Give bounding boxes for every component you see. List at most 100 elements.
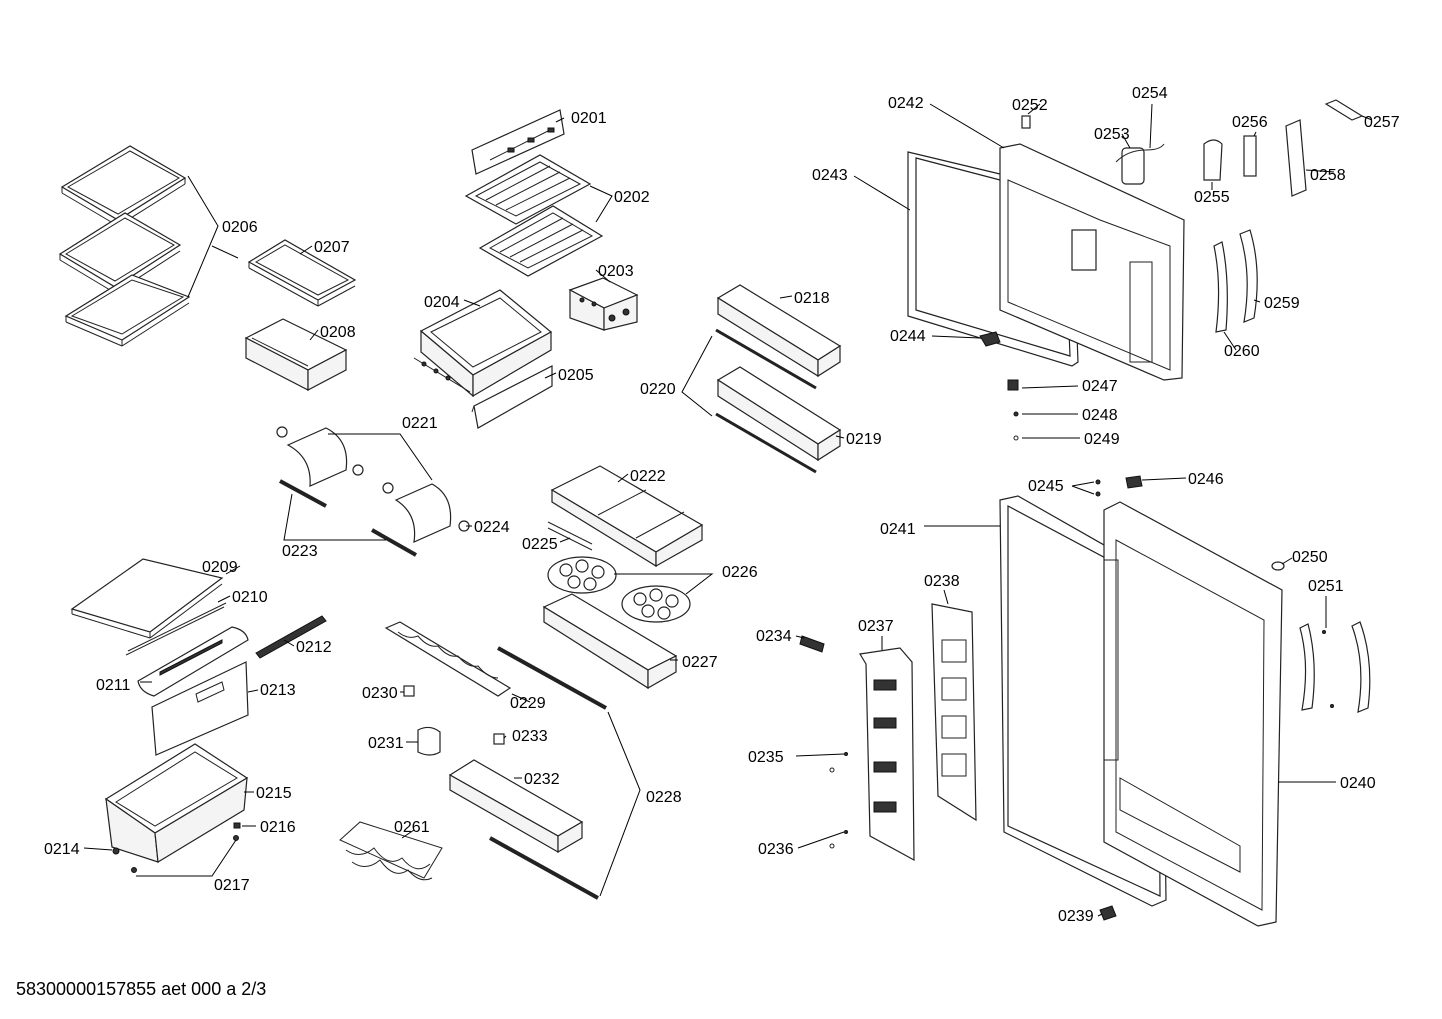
label-0261: 0261 — [394, 819, 430, 836]
part-0237-door-insert[interactable] — [859, 647, 915, 862]
label-0213: 0213 — [260, 682, 296, 699]
part-0232-door-shelf[interactable] — [448, 759, 584, 854]
part-0228-rod[interactable] — [489, 646, 607, 900]
part-0254-cable[interactable] — [1115, 143, 1165, 163]
label-0245: 0245 — [1028, 478, 1064, 495]
part-0217-screw[interactable] — [131, 835, 239, 873]
part-0251-handles[interactable] — [1299, 621, 1371, 713]
part-0246-hinge[interactable] — [1125, 475, 1143, 489]
label-0242: 0242 — [888, 95, 924, 112]
part-0203-ice-block[interactable] — [568, 277, 639, 331]
label-0240: 0240 — [1340, 775, 1376, 792]
part-0205-drawer-front[interactable] — [471, 365, 553, 429]
part-0247-bracket[interactable] — [1007, 379, 1019, 391]
label-0244: 0244 — [890, 328, 926, 345]
label-0220: 0220 — [640, 381, 676, 398]
part-0259-handle[interactable] — [1239, 229, 1258, 323]
label-0223: 0223 — [282, 543, 318, 560]
part-0204-drawer[interactable] — [413, 289, 553, 398]
label-0239: 0239 — [1058, 908, 1094, 925]
label-0211: 0211 — [96, 677, 131, 694]
label-0204: 0204 — [424, 294, 460, 311]
label-0227: 0227 — [682, 654, 718, 671]
label-0251: 0251 — [1308, 578, 1344, 595]
part-labels: 0201 0202 0203 0204 0205 0206 0207 0208 … — [44, 85, 1400, 925]
label-0260: 0260 — [1224, 343, 1260, 360]
part-0223-rod[interactable] — [279, 479, 417, 557]
part-0210-trim-strip[interactable] — [125, 602, 227, 656]
label-0208: 0208 — [320, 324, 356, 341]
label-0216: 0216 — [260, 819, 296, 836]
label-0226: 0226 — [722, 564, 758, 581]
part-0208-tray[interactable] — [244, 318, 348, 391]
part-0255-cover[interactable] — [1203, 139, 1223, 181]
part-0252-pin[interactable] — [1021, 115, 1031, 129]
part-0236-screw[interactable] — [829, 830, 848, 849]
part-0201-back-panel[interactable] — [471, 109, 565, 175]
label-0236: 0236 — [758, 841, 794, 858]
part-0211-crisper-cover[interactable] — [137, 626, 249, 697]
part-0219-door-shelf[interactable] — [716, 366, 842, 462]
label-0210: 0210 — [232, 589, 268, 606]
label-0254: 0254 — [1132, 85, 1168, 102]
part-0226-egg-trays[interactable] — [547, 556, 691, 623]
part-0215-crisper-drawer[interactable] — [104, 743, 249, 864]
part-0242-freezer-door[interactable] — [999, 143, 1185, 381]
part-0249-washer[interactable] — [1013, 435, 1019, 441]
part-0231-knob[interactable] — [417, 726, 441, 756]
label-0237: 0237 — [858, 618, 894, 635]
part-0256-handle-strip[interactable] — [1243, 135, 1257, 177]
part-0257-label[interactable] — [1324, 99, 1364, 121]
part-0235-screw[interactable] — [829, 752, 848, 773]
label-0259: 0259 — [1264, 295, 1300, 312]
label-0252: 0252 — [1012, 97, 1048, 114]
part-0225-rod[interactable] — [547, 521, 593, 551]
label-0222: 0222 — [630, 468, 666, 485]
part-0206-glass-shelves[interactable] — [58, 145, 191, 347]
label-0201: 0201 — [571, 110, 607, 127]
part-0230-clip[interactable] — [403, 685, 415, 697]
part-0233-clip[interactable] — [493, 733, 505, 745]
part-0202-grid-shelves[interactable] — [464, 154, 604, 277]
label-0235: 0235 — [748, 749, 784, 766]
label-0212: 0212 — [296, 639, 332, 656]
label-0248: 0248 — [1082, 407, 1118, 424]
part-0250-cap[interactable] — [1271, 561, 1285, 571]
part-0214-screw[interactable] — [112, 847, 120, 855]
part-0227-door-shelf[interactable] — [542, 593, 678, 690]
label-0230: 0230 — [362, 685, 398, 702]
label-0247: 0247 — [1082, 378, 1118, 395]
part-0245-screws[interactable] — [1095, 479, 1101, 497]
part-0212-slide-rail[interactable] — [255, 615, 327, 659]
part-0248-screw[interactable] — [1013, 411, 1019, 417]
part-0229-bottle-rack[interactable] — [384, 621, 512, 697]
part-0240-fridge-door[interactable] — [1103, 501, 1283, 927]
part-0260-handle[interactable] — [1213, 241, 1228, 333]
part-0234-clip[interactable] — [799, 635, 825, 653]
label-0225: 0225 — [522, 536, 558, 553]
label-0234: 0234 — [756, 628, 792, 645]
part-0222-divider-shelf[interactable] — [550, 465, 704, 568]
part-0244-hinge[interactable] — [979, 331, 1001, 347]
label-0257: 0257 — [1364, 114, 1400, 131]
label-0238: 0238 — [924, 573, 960, 590]
label-0217: 0217 — [214, 877, 250, 894]
label-0231: 0231 — [368, 735, 404, 752]
part-0239-hinge[interactable] — [1099, 905, 1117, 921]
part-0220-rod[interactable] — [715, 328, 817, 474]
part-0213-crisper-front[interactable] — [151, 661, 249, 756]
part-0209-glass-plate[interactable] — [70, 558, 224, 639]
part-0261-wire-rack[interactable] — [339, 821, 443, 881]
part-0253-light-cover[interactable] — [1121, 147, 1145, 185]
label-0214: 0214 — [44, 841, 80, 858]
label-0233: 0233 — [512, 728, 548, 745]
part-0216-clip[interactable] — [233, 822, 241, 829]
label-0219: 0219 — [846, 431, 882, 448]
part-0238-door-insert[interactable] — [931, 603, 977, 822]
part-0207-shelf-frame[interactable] — [247, 239, 357, 307]
part-0218-door-shelf[interactable] — [716, 284, 842, 378]
label-0255: 0255 — [1194, 189, 1230, 206]
part-0221-bracket[interactable] — [276, 426, 452, 543]
label-0232: 0232 — [524, 771, 560, 788]
part-0258-panel[interactable] — [1285, 119, 1307, 197]
